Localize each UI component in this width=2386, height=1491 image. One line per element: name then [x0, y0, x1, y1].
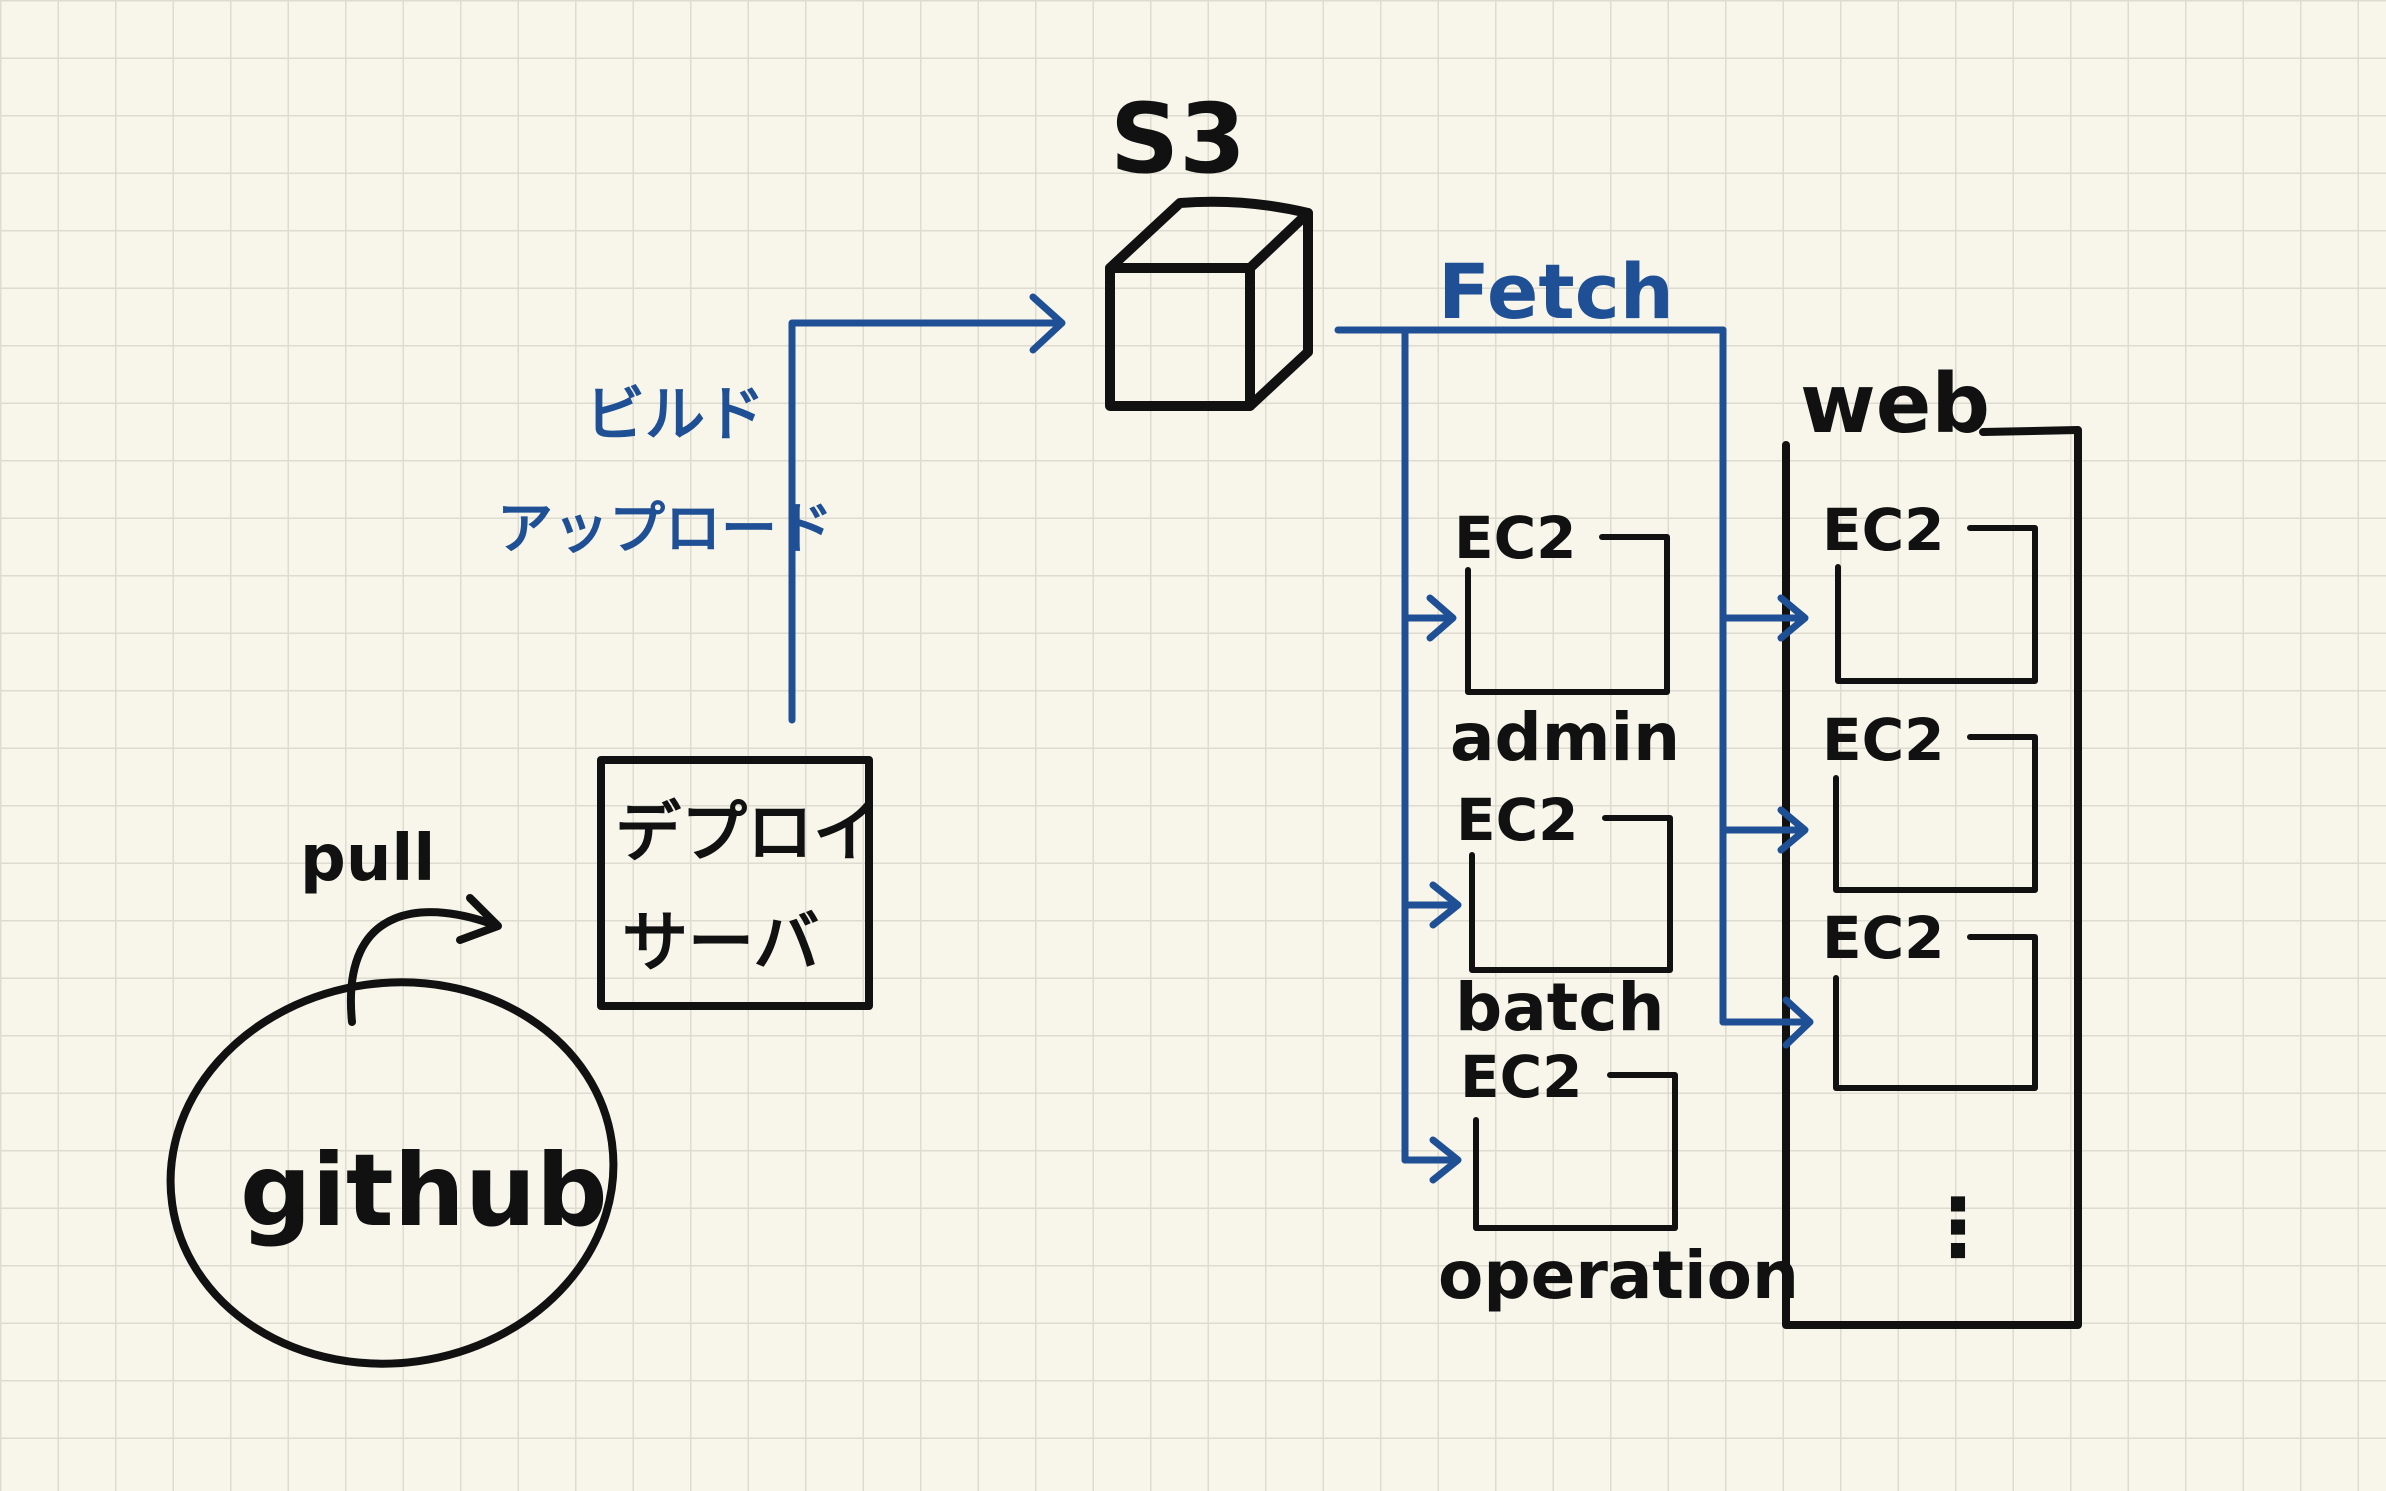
batch-ec2-node: EC2 batch — [1401, 786, 1673, 1046]
admin-ec2-box — [1465, 534, 1670, 695]
deploy-server-label-line2: サーバ — [622, 904, 819, 981]
pull-label: pull — [300, 822, 435, 896]
admin-ec2-node: EC2 admin — [1401, 504, 1680, 776]
web-more-indicator: ⋮ — [1918, 1181, 1998, 1274]
operation-ec2-box — [1473, 1072, 1678, 1231]
github-label: github — [240, 1132, 608, 1249]
web-ec2-2-label: EC2 — [1822, 706, 1945, 774]
web-ec2-1-label: EC2 — [1822, 496, 1945, 564]
web-ec2-2: EC2 — [1719, 706, 2038, 893]
deploy-server-box — [597, 756, 873, 1010]
upload-arrow: ビルド アップロード — [497, 293, 1066, 724]
batch-ec2-box — [1469, 815, 1673, 973]
web-label: web — [1800, 357, 1990, 452]
web-ec2-3-label: EC2 — [1822, 904, 1945, 972]
web-ec2-3: EC2 — [1719, 904, 2038, 1091]
web-ec2-2-arrow-head — [1777, 806, 1809, 854]
web-ec2-2-box — [1833, 734, 2038, 893]
github-node: github — [166, 978, 618, 1368]
admin-ec2-label: EC2 — [1454, 504, 1577, 572]
web-ec2-1: EC2 — [1719, 496, 2038, 684]
web-group: web EC2 EC2 EC2 ⋮ — [1719, 357, 2082, 1329]
admin-label: admin — [1450, 699, 1680, 776]
operation-ec2-node: EC2 operation — [1401, 1043, 1799, 1314]
operation-arrow-head — [1429, 1136, 1462, 1184]
pull-arrow-line — [346, 908, 501, 1026]
s3-label: S3 — [1110, 83, 1246, 195]
github-ellipse — [166, 978, 618, 1368]
operation-label: operation — [1438, 1237, 1799, 1314]
fetch-connector: Fetch — [1334, 247, 1727, 1164]
pull-arrow-head — [456, 894, 502, 944]
web-ec2-3-arrow-head — [1782, 996, 1814, 1049]
web-ec2-3-box — [1833, 934, 2038, 1091]
admin-arrow-head — [1426, 594, 1457, 642]
upload-arrow-head — [1029, 293, 1066, 354]
upload-label: アップロード — [497, 497, 833, 562]
build-label: ビルド — [585, 380, 765, 450]
pull-arrow: pull — [300, 822, 502, 1026]
upload-arrow-line — [788, 319, 1064, 724]
operation-ec2-label: EC2 — [1460, 1043, 1583, 1111]
batch-ec2-label: EC2 — [1456, 786, 1579, 854]
deploy-server-node: デプロイ サーバ — [597, 756, 879, 1010]
web-ec2-1-arrow-head — [1777, 594, 1809, 642]
deploy-server-label-line1: デプロイ — [615, 794, 879, 871]
batch-arrow-head — [1429, 881, 1462, 929]
web-group-frame — [1782, 426, 2082, 1329]
s3-bucket-icon — [1105, 196, 1313, 411]
web-ec2-1-box — [1835, 525, 2038, 684]
batch-label: batch — [1455, 969, 1664, 1046]
s3-node: S3 — [1105, 83, 1313, 411]
fetch-label: Fetch — [1438, 247, 1674, 336]
